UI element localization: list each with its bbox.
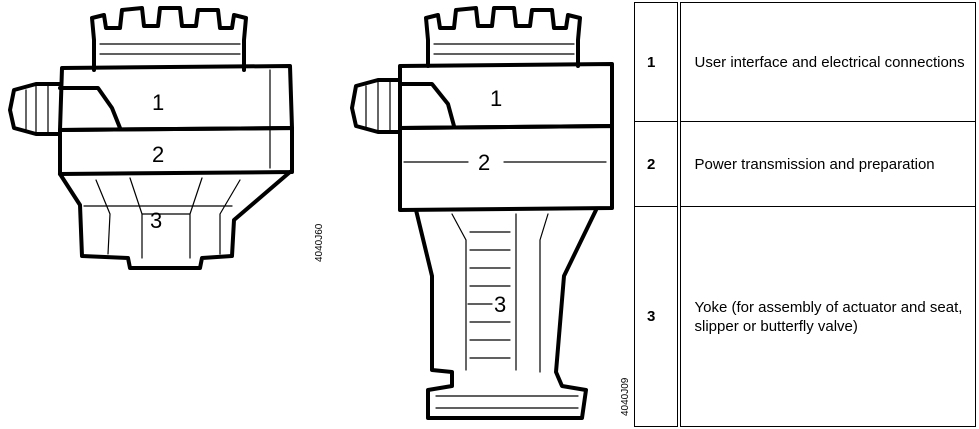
actuator-drawings: 1 2 3 4040J60 1 2 3 4040J09: [8, 6, 631, 420]
housing-upper: [58, 64, 294, 132]
small-label-2: 2: [152, 142, 164, 167]
yoke-detail: [83, 177, 241, 259]
large-drawing-code: 4040J09: [620, 377, 631, 416]
housing-upper: [398, 62, 614, 130]
cable-gland: [8, 82, 62, 136]
top-connector: [90, 6, 248, 72]
legend-description: Power transmission and preparation: [678, 121, 976, 207]
small-drawing-code: 4040J60: [314, 223, 325, 262]
yoke: [414, 208, 598, 420]
parts-legend-table: 1 User interface and electrical connecti…: [634, 2, 976, 427]
table-row: 1 User interface and electrical connecti…: [634, 2, 976, 122]
top-connector-ridge: [99, 43, 241, 55]
top-connector: [424, 6, 582, 68]
small-label-1: 1: [152, 90, 164, 115]
yoke: [58, 170, 292, 270]
large-label-3: 3: [494, 292, 506, 317]
small-label-3: 3: [150, 208, 162, 233]
cable-gland-rings: [365, 81, 391, 131]
cable-gland-rings: [25, 85, 49, 133]
actuator-large: [350, 6, 614, 420]
large-label-1: 1: [490, 86, 502, 111]
table-row: 3 Yoke (for assembly of actuator and sea…: [634, 206, 976, 427]
large-label-2: 2: [478, 150, 490, 175]
housing-divider: [58, 86, 122, 130]
housing-middle: [398, 124, 614, 212]
cable-gland: [350, 78, 402, 134]
housing-divider: [398, 82, 456, 128]
legend-number: 2: [634, 121, 681, 207]
housing-middle: [58, 126, 294, 176]
legend-number: 3: [634, 206, 681, 427]
legend-number: 1: [634, 2, 681, 122]
legend-description: Yoke (for assembly of actuator and seat,…: [678, 206, 976, 427]
top-connector-ridge: [433, 43, 575, 55]
yoke-detail: [435, 213, 579, 409]
actuator-small: [8, 6, 294, 270]
table-row: 2 Power transmission and preparation: [634, 121, 976, 207]
legend-description: User interface and electrical connection…: [678, 2, 976, 122]
